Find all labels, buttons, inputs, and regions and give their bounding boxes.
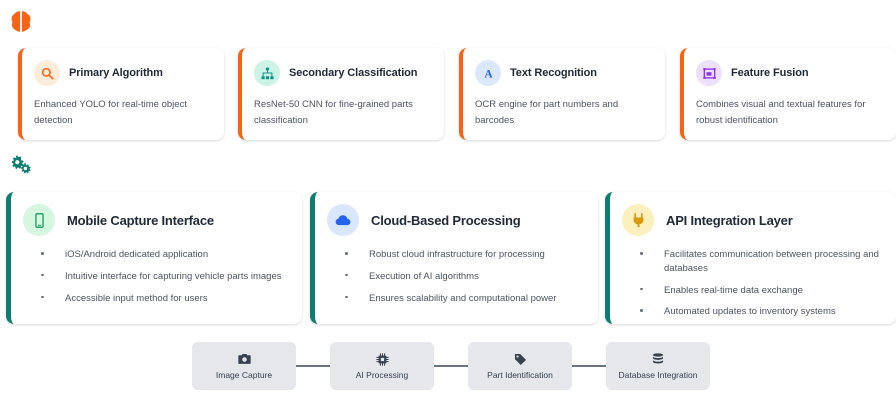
flow-step-database-integration[interactable]: Database Integration xyxy=(606,342,710,390)
card-title: Text Recognition xyxy=(510,67,597,79)
card-header: Mobile Capture Interface xyxy=(23,202,288,238)
flow-step-label: Image Capture xyxy=(215,370,273,380)
list-item: Ensures scalability and computational po… xyxy=(327,292,584,306)
card-title: Secondary Classification xyxy=(289,67,418,79)
svg-text:A: A xyxy=(484,68,493,79)
list-item: Execution of AI algorithms xyxy=(327,270,584,284)
list-item-label: Intuitive interface for capturing vehicl… xyxy=(65,270,282,282)
card-header: A Text Recognition xyxy=(475,58,651,88)
list-item: Robust cloud infrastructure for processi… xyxy=(327,248,584,262)
card-header: API Integration Layer xyxy=(622,202,882,238)
card-description: Combines visual and textual features for… xyxy=(696,99,866,126)
font-letter-a-icon: A xyxy=(475,60,501,86)
bullet-dot-icon xyxy=(41,252,44,255)
algorithm-cards-row: Primary Algorithm Enhanced YOLO for real… xyxy=(0,48,896,144)
object-group-icon xyxy=(696,60,722,86)
card-header: Feature Fusion xyxy=(696,58,882,88)
cloud-icon xyxy=(327,204,359,236)
flow-connector xyxy=(434,365,468,367)
bullet-dot-icon xyxy=(41,273,44,277)
card-bullet-list: iOS/Android dedicated application Intuit… xyxy=(23,248,288,305)
flow-connector xyxy=(296,365,330,367)
database-icon xyxy=(652,352,664,366)
flow-step-label: Part Identification xyxy=(487,370,553,380)
algorithm-card-secondary-classification[interactable]: Secondary Classification ResNet-50 CNN f… xyxy=(238,48,444,140)
bullet-dot-icon xyxy=(345,252,348,255)
card-bullet-list: Robust cloud infrastructure for processi… xyxy=(327,248,584,305)
flow-step-label: Database Integration xyxy=(618,370,698,380)
list-item-label: Execution of AI algorithms xyxy=(369,270,479,282)
flow-step-part-identification[interactable]: Part Identification xyxy=(468,342,572,390)
mobile-phone-icon xyxy=(23,204,55,236)
component-card-api-integration-layer[interactable]: API Integration Layer Facilitates commun… xyxy=(605,192,896,324)
process-flow: Image Capture AI Processing xyxy=(0,342,896,398)
card-title: Feature Fusion xyxy=(731,67,809,79)
list-item: Enables real-time data exchange xyxy=(622,284,882,298)
microchip-icon xyxy=(375,352,389,366)
flow-step-ai-processing[interactable]: AI Processing xyxy=(330,342,434,390)
bullet-dot-icon xyxy=(640,287,643,291)
component-cards-row: Mobile Capture Interface iOS/Android ded… xyxy=(0,192,896,326)
list-item: Accessible input method for users xyxy=(23,292,288,306)
bullet-dot-icon xyxy=(640,309,643,312)
camera-icon xyxy=(237,352,251,366)
list-item-label: Ensures scalability and computational po… xyxy=(369,292,557,304)
flow-connector xyxy=(572,365,606,367)
algorithm-card-primary-algorithm[interactable]: Primary Algorithm Enhanced YOLO for real… xyxy=(18,48,224,140)
component-card-mobile-capture-interface[interactable]: Mobile Capture Interface iOS/Android ded… xyxy=(6,192,302,324)
card-title: Mobile Capture Interface xyxy=(67,212,214,228)
card-title: Primary Algorithm xyxy=(69,67,163,79)
card-header: Primary Algorithm xyxy=(34,58,210,88)
card-description: OCR engine for part numbers and barcodes xyxy=(475,99,619,126)
list-item-label: Robust cloud infrastructure for processi… xyxy=(369,249,545,260)
card-bullet-list: Facilitates communication between proces… xyxy=(622,248,882,319)
gears-icon xyxy=(8,152,34,178)
bullet-dot-icon xyxy=(640,252,643,255)
magnifier-icon xyxy=(34,60,60,86)
bullet-dot-icon xyxy=(345,273,348,277)
bullet-dot-icon xyxy=(345,295,348,299)
component-card-cloud-based-processing[interactable]: Cloud-Based Processing Robust cloud infr… xyxy=(310,192,598,324)
list-item-label: Enables real-time data exchange xyxy=(664,284,803,296)
card-header: Cloud-Based Processing xyxy=(327,202,584,238)
tag-icon xyxy=(514,352,527,366)
card-description: Enhanced YOLO for real-time object detec… xyxy=(34,99,187,126)
flow-step-label: AI Processing xyxy=(355,370,409,380)
sitemap-icon xyxy=(254,60,280,86)
card-header: Secondary Classification xyxy=(254,58,430,88)
list-item-label: Automated updates to inventory systems xyxy=(664,306,836,318)
list-item: Facilitates communication between proces… xyxy=(622,248,882,276)
list-item: Intuitive interface for capturing vehicl… xyxy=(23,270,288,284)
flow-step-image-capture[interactable]: Image Capture xyxy=(192,342,296,390)
list-item: Automated updates to inventory systems xyxy=(622,305,882,319)
list-item: iOS/Android dedicated application xyxy=(23,248,288,262)
algorithm-card-text-recognition[interactable]: A Text Recognition OCR engine for part n… xyxy=(459,48,665,140)
algorithm-card-feature-fusion[interactable]: Feature Fusion Combines visual and textu… xyxy=(680,48,896,140)
bullet-dot-icon xyxy=(41,295,44,299)
plug-icon xyxy=(622,204,654,236)
process-flow-steps: Image Capture AI Processing xyxy=(192,342,710,390)
list-item-label: Facilitates communication between proces… xyxy=(664,249,879,274)
card-title: Cloud-Based Processing xyxy=(371,212,521,228)
list-item-label: Accessible input method for users xyxy=(65,292,208,304)
brain-icon xyxy=(8,8,34,34)
card-title: API Integration Layer xyxy=(666,212,793,228)
list-item-label: iOS/Android dedicated application xyxy=(65,249,209,260)
card-description: ResNet-50 CNN for fine-grained parts cla… xyxy=(254,99,413,126)
